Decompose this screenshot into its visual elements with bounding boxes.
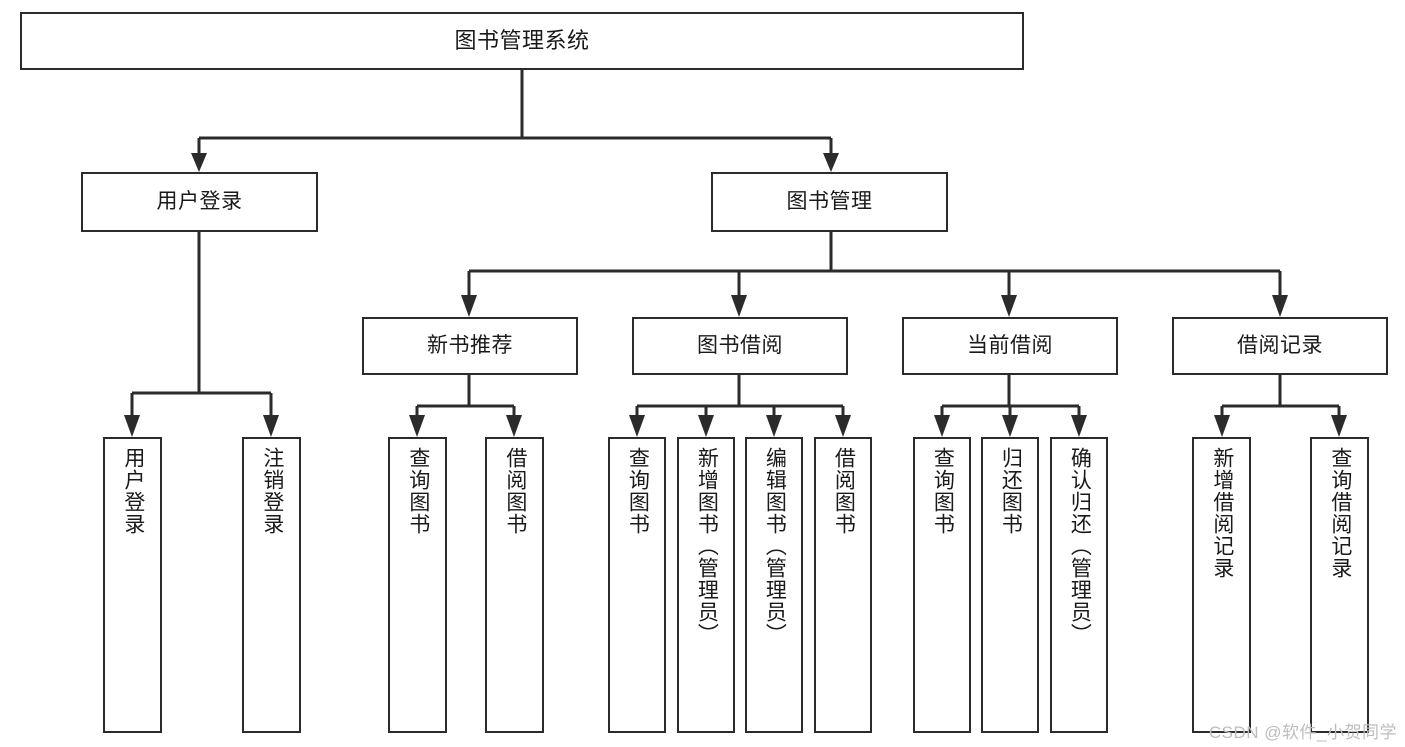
leaf-current-borrow-return[interactable]: 归还图书 [981, 437, 1039, 733]
leaf-current-borrow-confirm-return[interactable]: 确认归还（管理员） [1050, 437, 1108, 733]
node-new-book-recommendation[interactable]: 新书推荐 [362, 317, 578, 375]
arrow-nb-leaf1 [409, 415, 425, 437]
node-book-borrowing[interactable]: 图书借阅 [632, 317, 848, 375]
leaf-borrow-record-add[interactable]: 新增借阅记录 [1192, 437, 1251, 733]
node-label: 借阅图书 [503, 447, 527, 535]
arrow-bm-to-borrow-record [1272, 295, 1288, 317]
arrow-bb-leaf2 [698, 415, 714, 437]
arrow-root-to-book-manage [823, 153, 839, 172]
node-user-login[interactable]: 用户登录 [81, 172, 318, 232]
leaf-current-borrow-query[interactable]: 查询图书 [913, 437, 971, 733]
leaf-new-book-borrow[interactable]: 借阅图书 [485, 437, 544, 733]
node-label: 查询图书 [406, 447, 430, 535]
arrow-bm-to-current-borrow [1001, 295, 1017, 317]
arrow-bb-leaf4 [835, 415, 851, 437]
arrow-root-to-user-login [191, 153, 207, 172]
leaf-borrow-record-query[interactable]: 查询借阅记录 [1310, 437, 1369, 733]
node-label: 用户登录 [121, 447, 145, 535]
node-label: 归还图书 [999, 447, 1023, 535]
node-label: 新书推荐 [427, 333, 513, 357]
node-root-book-management-system[interactable]: 图书管理系统 [20, 12, 1024, 70]
node-label: 当前借阅 [967, 333, 1053, 357]
node-label: 图书管理 [786, 189, 873, 213]
leaf-new-book-query[interactable]: 查询图书 [388, 437, 447, 733]
node-label: 注销登录 [260, 447, 284, 535]
arrow-bb-leaf1 [629, 415, 645, 437]
arrow-bb-leaf3 [766, 415, 782, 437]
leaf-user-login-login[interactable]: 用户登录 [103, 437, 162, 733]
node-label: 借阅记录 [1237, 333, 1323, 357]
leaf-user-login-logout[interactable]: 注销登录 [242, 437, 301, 733]
node-label: 确认归还（管理员） [1068, 447, 1092, 645]
node-label: 查询图书 [931, 447, 955, 535]
arrow-user-login-leaf2 [263, 415, 279, 437]
leaf-book-borrow-query[interactable]: 查询图书 [608, 437, 666, 733]
node-borrowing-record[interactable]: 借阅记录 [1172, 317, 1388, 375]
arrow-cb-leaf1 [934, 415, 950, 437]
arrow-bm-to-new-book [461, 295, 477, 317]
arrow-br-leaf1 [1214, 415, 1230, 437]
node-label: 借阅图书 [832, 447, 856, 535]
leaf-book-borrow-borrow[interactable]: 借阅图书 [814, 437, 872, 733]
node-label: 查询图书 [626, 447, 650, 535]
arrow-user-login-leaf1 [124, 415, 140, 437]
node-label: 查询借阅记录 [1328, 447, 1352, 579]
node-label: 新增借阅记录 [1210, 447, 1234, 579]
node-label: 编辑图书（管理员） [763, 447, 787, 645]
arrow-bm-to-book-borrow [731, 295, 747, 317]
node-label: 新增图书（管理员） [695, 447, 719, 645]
arrow-nb-leaf2 [506, 415, 522, 437]
arrow-cb-leaf3 [1071, 415, 1087, 437]
leaf-book-borrow-add[interactable]: 新增图书（管理员） [677, 437, 735, 733]
node-label: 用户登录 [156, 189, 243, 213]
node-current-borrowing[interactable]: 当前借阅 [902, 317, 1118, 375]
node-book-management[interactable]: 图书管理 [711, 172, 948, 232]
arrow-br-leaf2 [1331, 415, 1347, 437]
node-label: 图书管理系统 [454, 28, 590, 54]
node-label: 图书借阅 [697, 333, 783, 357]
arrow-cb-leaf2 [1002, 415, 1018, 437]
leaf-book-borrow-edit[interactable]: 编辑图书（管理员） [745, 437, 803, 733]
